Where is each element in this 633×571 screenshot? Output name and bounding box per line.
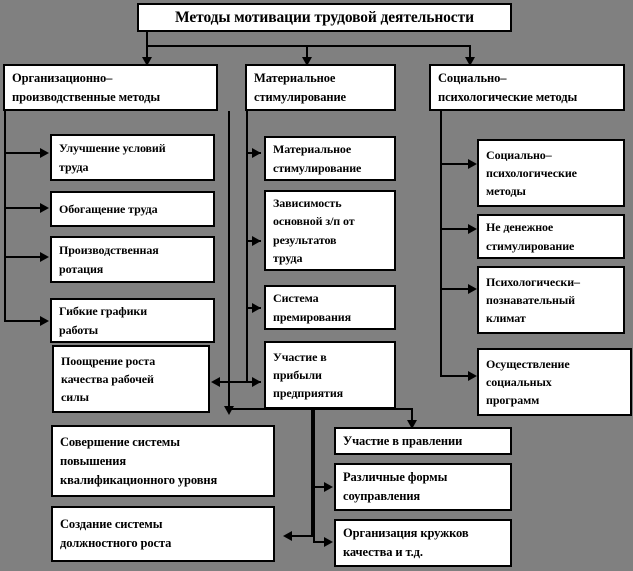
right-connector-2 xyxy=(440,228,470,230)
bottom-left-feedback-arrow-icon xyxy=(283,531,292,541)
bottom-right-connector-3 xyxy=(313,541,327,543)
diagram-title-text: Методы мотивации трудовой деятельности xyxy=(175,8,474,26)
bottom-right-spine xyxy=(313,408,315,543)
middle-item-3: Система премирования xyxy=(264,285,396,330)
bottom-right-item-2: Различные формы соуправления xyxy=(334,463,512,511)
left-arrow-3-icon xyxy=(40,252,49,262)
bottom-left-item-2: Создание системы должностного роста xyxy=(51,506,275,562)
bottom-left-item-1-text: Совершение системы повышения квалификаци… xyxy=(60,434,218,487)
right-connector-3 xyxy=(440,288,470,290)
middle-arrow-3-icon xyxy=(252,303,261,313)
right-arrow-1-icon xyxy=(468,159,477,169)
bottom-bus-arrow-middle-icon xyxy=(224,406,234,415)
left-item-5: Поощрение роста качества рабочей силы xyxy=(52,345,210,413)
title-arrow-middle-icon xyxy=(302,57,312,66)
bottom-right-item-1: Участие в правлении xyxy=(334,427,512,455)
middle-arrow-1-icon xyxy=(252,148,261,158)
left-column-spine xyxy=(4,111,6,322)
bottom-right-arrow-3-icon xyxy=(324,537,333,547)
bottom-left-item-1: Совершение системы повышения квалификаци… xyxy=(51,425,275,497)
title-branch-middle xyxy=(306,45,308,59)
middle-item-3-text: Система премирования xyxy=(273,291,351,324)
right-column-spine xyxy=(440,111,442,377)
left-item-5-text: Поощрение роста качества рабочей силы xyxy=(61,353,156,405)
middle-arrow-4-icon xyxy=(252,377,261,387)
cross-arrow-left-item-5-icon xyxy=(211,377,220,387)
title-branch-left xyxy=(146,45,148,59)
left-arrow-1-icon xyxy=(40,148,49,158)
right-item-4: Осуществление социальных программ xyxy=(477,348,632,416)
left-arrow-4-icon xyxy=(40,316,49,326)
column-header-left-text: Организационно– производственные методы xyxy=(12,70,161,104)
bottom-right-item-3: Организация кружков качества и т.д. xyxy=(334,519,512,567)
column-header-middle-text: Материальное стимулирование xyxy=(254,70,347,104)
left-item-4: Гибкие графики работы xyxy=(50,298,215,343)
bottom-right-item-3-text: Организация кружков качества и т.д. xyxy=(343,526,469,559)
right-feedback-spine xyxy=(312,408,314,410)
column-header-middle: Материальное стимулирование xyxy=(245,64,396,111)
diagram-title-box: Методы мотивации трудовой деятельности xyxy=(137,3,512,32)
right-item-3: Психологически– познавательный климат xyxy=(477,266,625,334)
bottom-bus-horizontal xyxy=(228,408,413,410)
column-header-right-text: Социально– психологические методы xyxy=(438,70,578,104)
left-item-2-text: Обогащение труда xyxy=(59,201,158,216)
right-item-1: Социально– психологические методы xyxy=(477,139,625,207)
left-connector-1 xyxy=(4,152,41,154)
bottom-left-feedback-drop xyxy=(311,408,313,537)
title-stem-left xyxy=(146,32,148,46)
title-branch-right xyxy=(469,45,471,59)
bottom-bus-stem-middle xyxy=(228,111,230,408)
title-fanout-horizontal xyxy=(146,45,470,47)
right-item-2: Не денежное стимулирование xyxy=(477,214,625,259)
title-arrow-right-icon xyxy=(465,57,475,66)
middle-item-4-text: Участие в прибыли предприятия xyxy=(273,349,344,401)
left-item-2: Обогащение труда xyxy=(50,191,215,227)
middle-item-2: Зависимость основной з/п от результатов … xyxy=(264,190,396,271)
column-header-left: Организационно– производственные методы xyxy=(3,64,218,111)
left-item-4-text: Гибкие графики работы xyxy=(59,304,148,337)
bottom-right-connector-2 xyxy=(313,486,327,488)
left-connector-3 xyxy=(4,256,41,258)
title-arrow-left-icon xyxy=(142,57,152,66)
left-arrow-2-icon xyxy=(40,203,49,213)
cross-connector-to-left-item-5 xyxy=(215,381,247,383)
right-item-4-text: Осуществление социальных программ xyxy=(486,356,570,408)
left-item-3-text: Производственная ротация xyxy=(59,243,159,276)
bottom-left-item-2-text: Создание системы должностного роста xyxy=(60,517,172,550)
right-item-1-text: Социально– психологические методы xyxy=(486,147,577,199)
left-item-1-text: Улучшение условий труда xyxy=(59,141,166,174)
middle-arrow-2-icon xyxy=(252,236,261,246)
right-arrow-4-icon xyxy=(468,371,477,381)
middle-item-1: Материальное стимулирование xyxy=(264,136,396,181)
middle-column-spine xyxy=(246,111,248,383)
right-arrow-3-icon xyxy=(468,284,477,294)
bottom-right-item-2-text: Различные формы соуправления xyxy=(343,470,448,503)
bottom-right-item-1-text: Участие в правлении xyxy=(343,433,463,448)
bottom-bus-arrow-right-icon xyxy=(407,420,417,429)
right-connector-4 xyxy=(440,375,470,377)
left-item-3: Производственная ротация xyxy=(50,236,215,283)
left-item-1: Улучшение условий труда xyxy=(50,134,215,181)
middle-item-1-text: Материальное стимулирование xyxy=(273,142,362,175)
right-item-3-text: Психологически– познавательный климат xyxy=(486,274,580,326)
left-connector-2 xyxy=(4,207,41,209)
left-connector-4 xyxy=(4,320,41,322)
bottom-right-arrow-2-icon xyxy=(324,482,333,492)
bottom-bus-branch-right xyxy=(411,408,413,422)
middle-item-2-text: Зависимость основной з/п от результатов … xyxy=(273,196,355,265)
right-connector-1 xyxy=(440,163,470,165)
right-item-2-text: Не денежное стимулирование xyxy=(486,220,575,253)
column-header-right: Социально– психологические методы xyxy=(429,64,625,111)
right-arrow-2-icon xyxy=(468,224,477,234)
middle-item-4: Участие в прибыли предприятия xyxy=(264,341,396,409)
bottom-left-feedback-horizontal xyxy=(287,535,313,537)
